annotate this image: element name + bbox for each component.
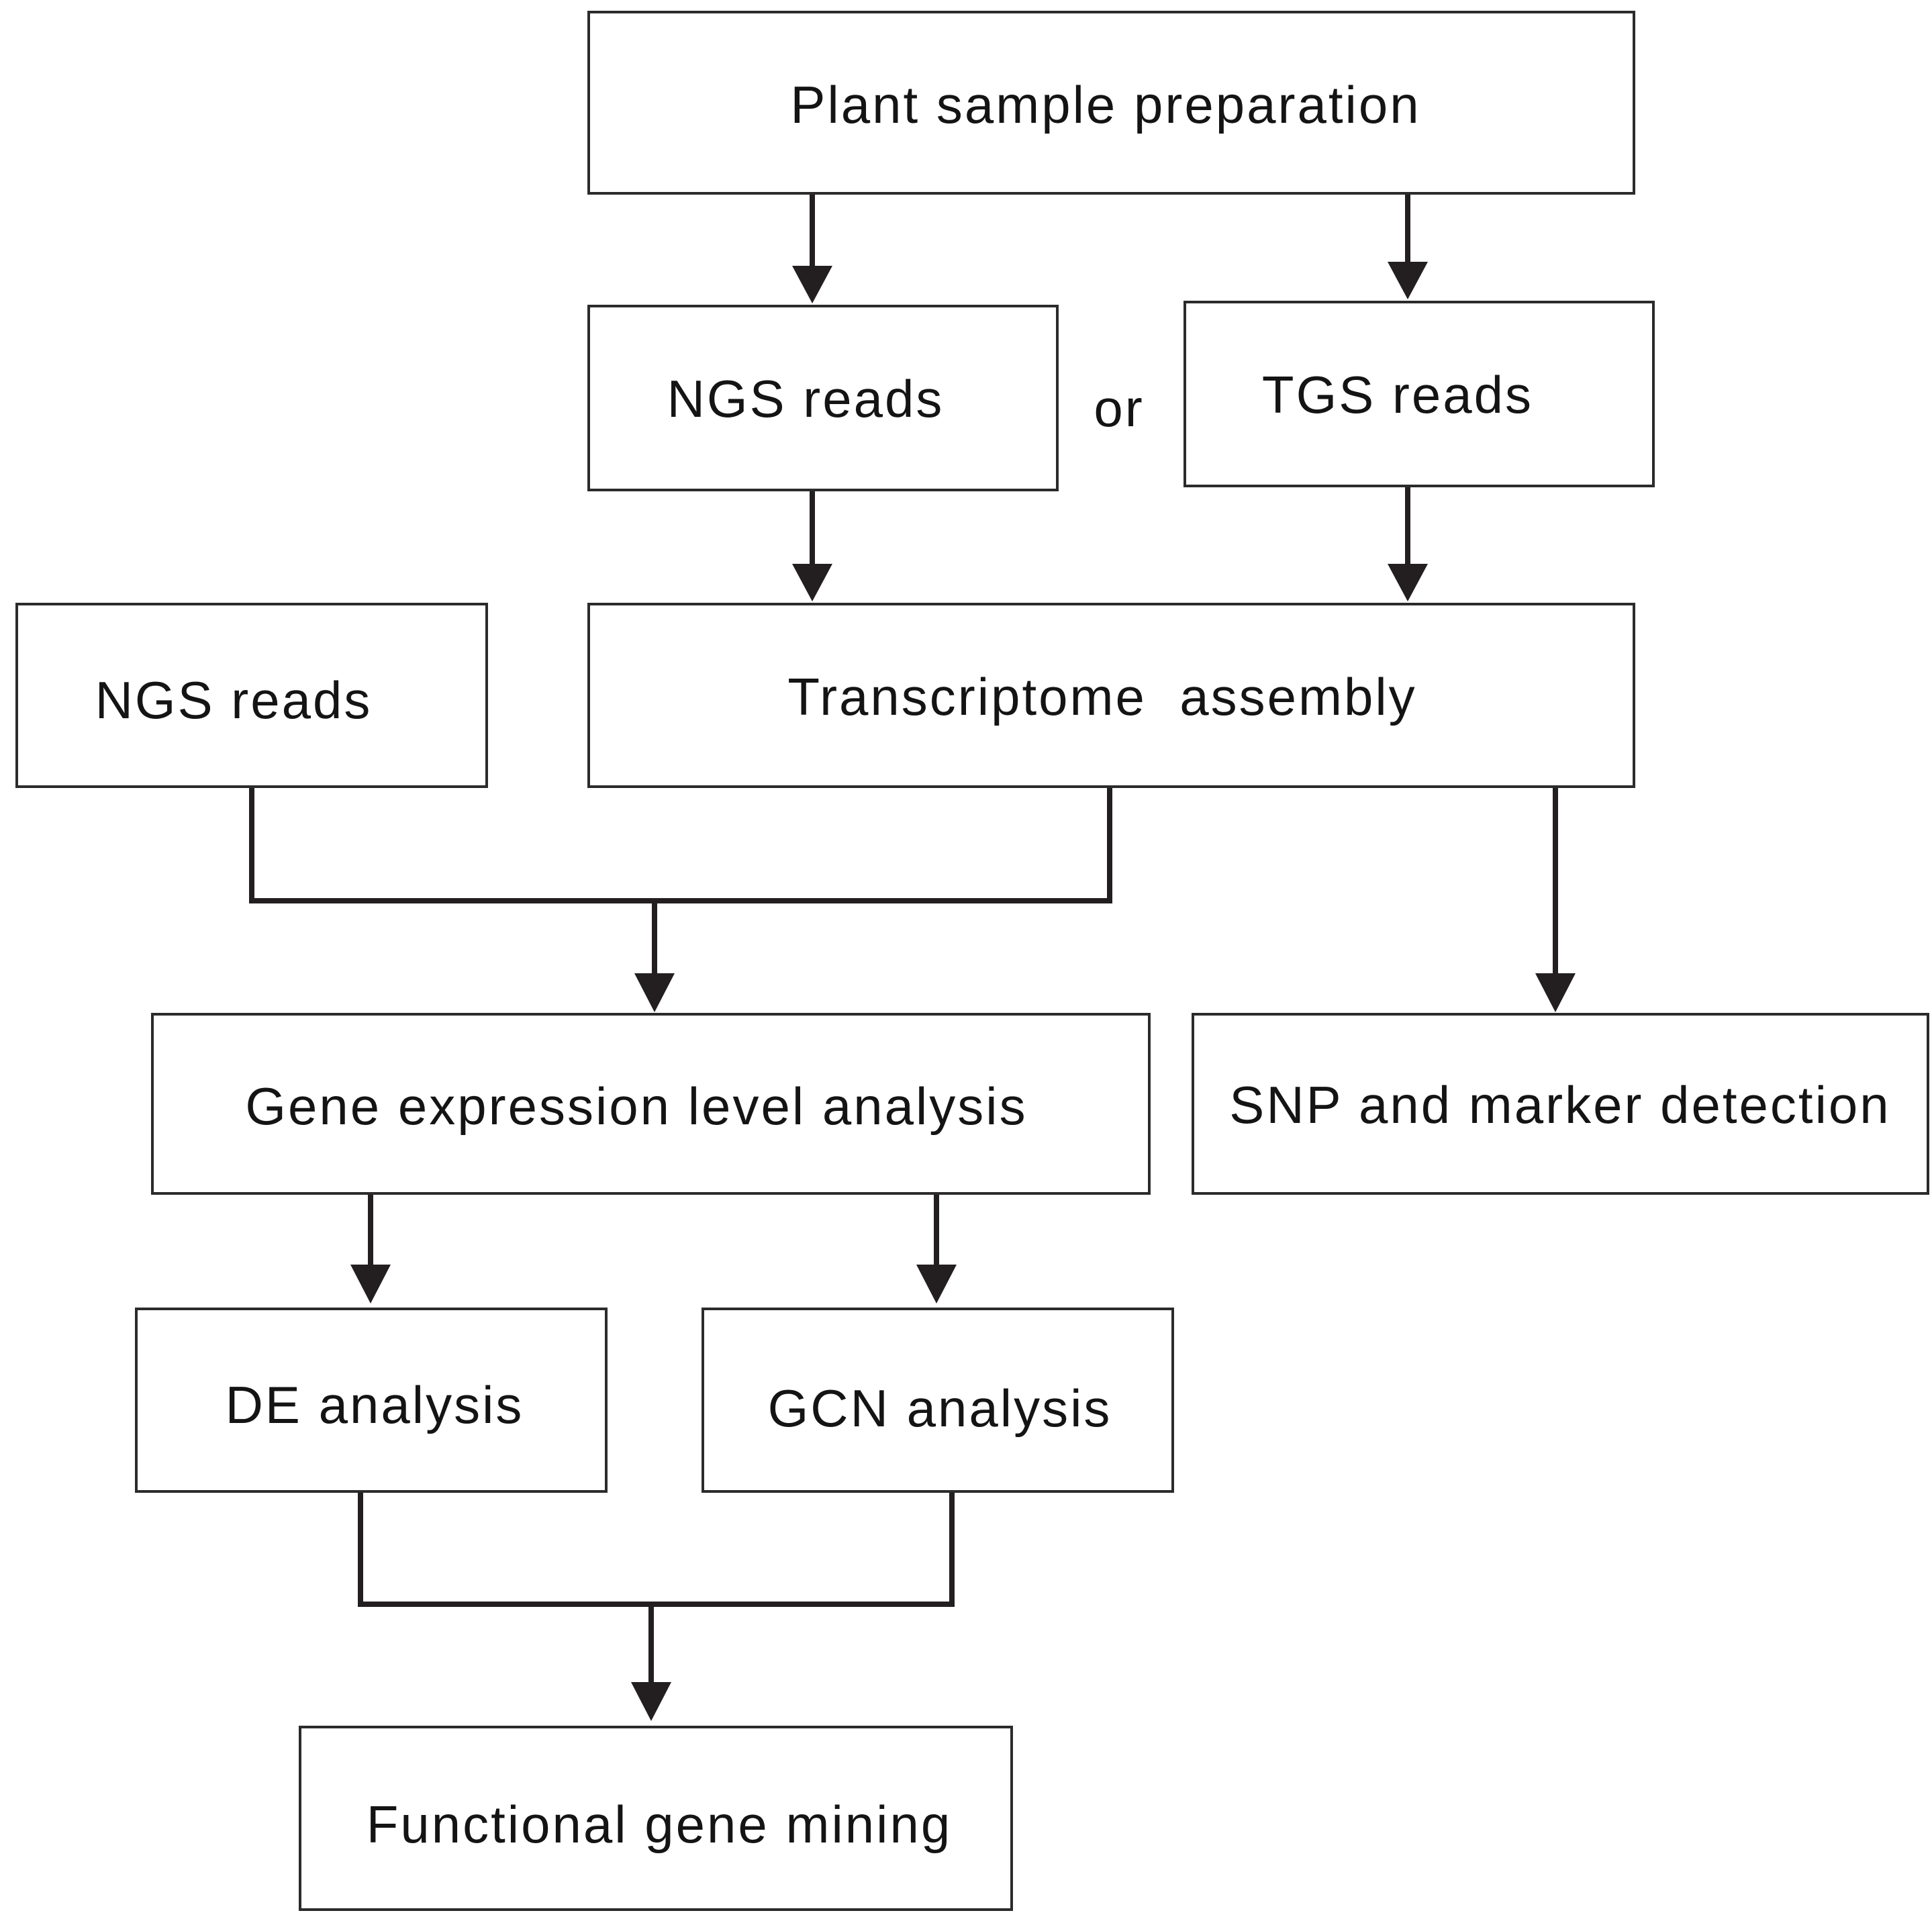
node-functional-gene-mining-label: Functional gene mining [367, 1795, 953, 1854]
node-de-analysis: DE analysis [135, 1308, 608, 1493]
node-ngs-reads-top-label: NGS reads [667, 369, 945, 428]
node-gcn-analysis: GCN analysis [702, 1308, 1174, 1493]
arrowhead-ngs-to-assembly [792, 564, 832, 601]
or-label: or [1094, 379, 1144, 438]
arrowhead-assembly-to-snp [1535, 973, 1576, 1012]
arrowhead-gene-expression-to-gcn [916, 1265, 957, 1304]
node-functional-gene-mining: Functional gene mining [299, 1726, 1013, 1911]
arrowhead-plant-to-tgs [1388, 262, 1428, 299]
edge-merge-to-gene-expression [249, 787, 1112, 975]
arrowhead-plant-to-ngs [792, 266, 832, 303]
node-gene-expression-level-analysis-label: Gene expression level analysis [245, 1077, 1027, 1136]
node-gene-expression-level-analysis: Gene expression level analysis [151, 1013, 1151, 1195]
node-snp-and-marker-detection: SNP and marker detection [1192, 1013, 1929, 1195]
node-transcriptome-assembly: Transcriptome assembly [587, 603, 1635, 788]
node-ngs-reads-left-label: NGS reads [95, 671, 373, 730]
arrowhead-gene-expression-to-de [350, 1265, 391, 1304]
connectors [249, 193, 1576, 1721]
node-plant-sample-preparation: Plant sample preparation [587, 11, 1635, 195]
node-tgs-reads-label: TGS reads [1262, 365, 1533, 424]
arrowhead-tgs-to-assembly [1388, 564, 1428, 601]
node-snp-and-marker-detection-label: SNP and marker detection [1229, 1075, 1890, 1134]
edge-merge-to-functional-mining [358, 1489, 955, 1683]
node-ngs-reads-top: NGS reads [587, 305, 1059, 491]
arrowhead-merge-to-gene-expression [634, 973, 675, 1012]
node-plant-sample-preparation-label: Plant sample preparation [790, 75, 1420, 134]
node-transcriptome-assembly-label: Transcriptome assembly [787, 667, 1416, 726]
node-tgs-reads: TGS reads [1184, 301, 1655, 487]
node-gcn-analysis-label: GCN analysis [768, 1379, 1112, 1438]
arrowhead-merge-to-functional-mining [631, 1682, 671, 1721]
node-de-analysis-label: DE analysis [226, 1375, 524, 1434]
node-ngs-reads-left: NGS reads [15, 603, 488, 788]
